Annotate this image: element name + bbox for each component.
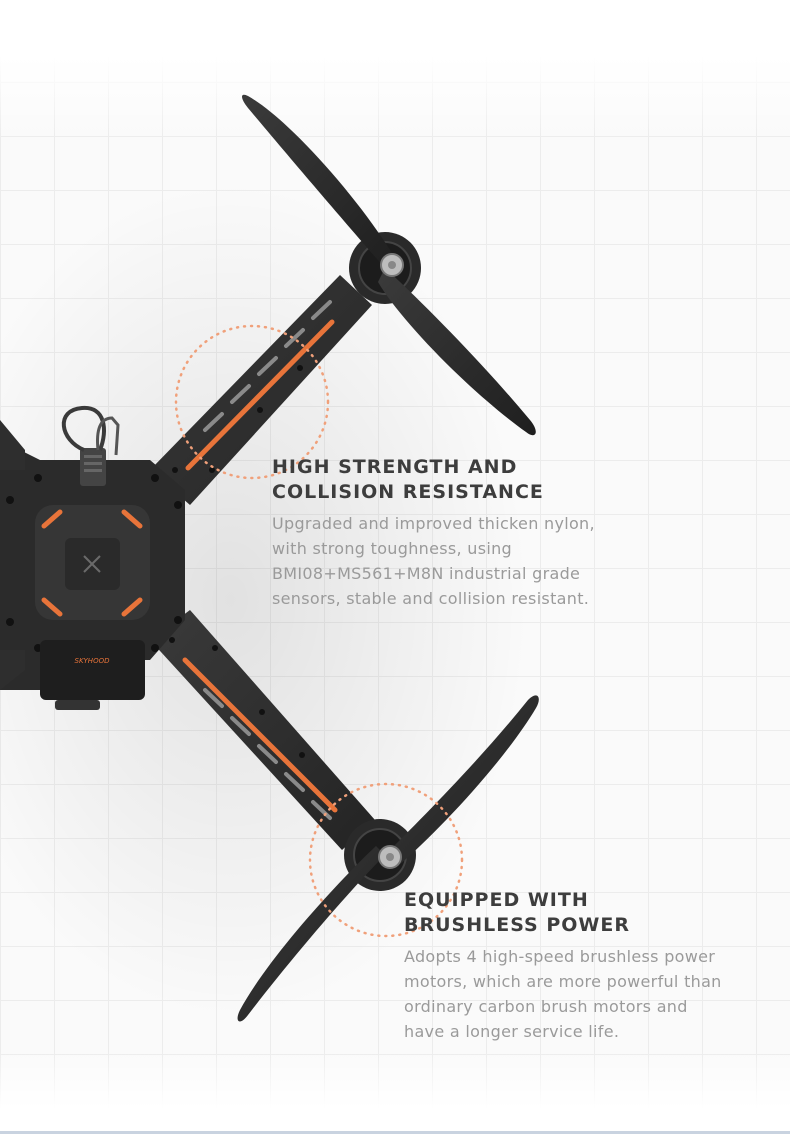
upper-arm-screws	[172, 365, 303, 473]
feature-text-line: have a longer service life.	[404, 1022, 620, 1041]
feature-text-line: BMI08+MS561+M8N industrial grade	[272, 564, 581, 583]
lower-hub-center	[386, 853, 394, 861]
upper-propeller-blade-b	[378, 268, 536, 436]
lower-arm	[150, 610, 375, 850]
lower-arm-vents	[203, 688, 332, 820]
feature-title-line: COLLISION RESISTANCE	[272, 481, 544, 503]
upper-propeller-blade-a	[242, 94, 395, 269]
connector-plug	[80, 448, 106, 486]
upper-hub-center	[388, 261, 396, 269]
connector-pins	[84, 455, 102, 472]
feature-strength-title: HIGH STRENGTH AND COLLISION RESISTANCE	[272, 455, 632, 505]
center-x-mark-icon	[83, 555, 101, 573]
upper-arm-accent-stripe	[185, 319, 335, 471]
upper-arm-vents	[203, 300, 332, 432]
feature-text-line: ordinary carbon brush motors and	[404, 997, 688, 1016]
camera-module	[40, 640, 145, 700]
left-upper-arm-stub	[0, 420, 25, 470]
lower-arm-accent-stripe	[182, 657, 338, 813]
cable-second	[96, 416, 120, 456]
feature-text-line: Upgraded and improved thicken nylon,	[272, 514, 595, 533]
lower-propeller-blade-a	[385, 695, 539, 866]
lower-arm-screws	[169, 637, 305, 758]
feature-text-line: Adopts 4 high-speed brushless power	[404, 947, 716, 966]
brand-logo: SKYHOOD	[75, 657, 111, 665]
drone-shadow	[0, 180, 530, 1020]
feature-text-line: sensors, stable and collision resistant.	[272, 589, 590, 608]
feature-brushless: EQUIPPED WITH BRUSHLESS POWER Adopts 4 h…	[404, 888, 764, 1044]
feature-title-line: HIGH STRENGTH AND	[272, 456, 518, 478]
camera-lens-mount	[55, 700, 100, 710]
body-accent-lights	[41, 509, 143, 617]
highlight-circle-arm	[174, 324, 330, 480]
feature-strength: HIGH STRENGTH AND COLLISION RESISTANCE U…	[272, 455, 632, 611]
feature-strength-description: Upgraded and improved thicken nylon, wit…	[272, 511, 632, 611]
cable	[61, 405, 106, 452]
feature-brushless-title: EQUIPPED WITH BRUSHLESS POWER	[404, 888, 764, 938]
feature-text-line: with strong toughness, using	[272, 539, 512, 558]
bottom-divider	[0, 1131, 790, 1134]
feature-brushless-description: Adopts 4 high-speed brushless power moto…	[404, 944, 764, 1044]
bottom-fade	[0, 1050, 790, 1134]
feature-text-line: motors, which are more powerful than	[404, 972, 722, 991]
left-lower-arm-stub	[0, 650, 25, 690]
highlight-circle-motor	[308, 782, 464, 938]
feature-title-line: BRUSHLESS POWER	[404, 914, 630, 936]
feature-title-line: EQUIPPED WITH	[404, 889, 589, 911]
top-fade	[0, 0, 790, 140]
lower-propeller-blade-b	[237, 846, 385, 1022]
